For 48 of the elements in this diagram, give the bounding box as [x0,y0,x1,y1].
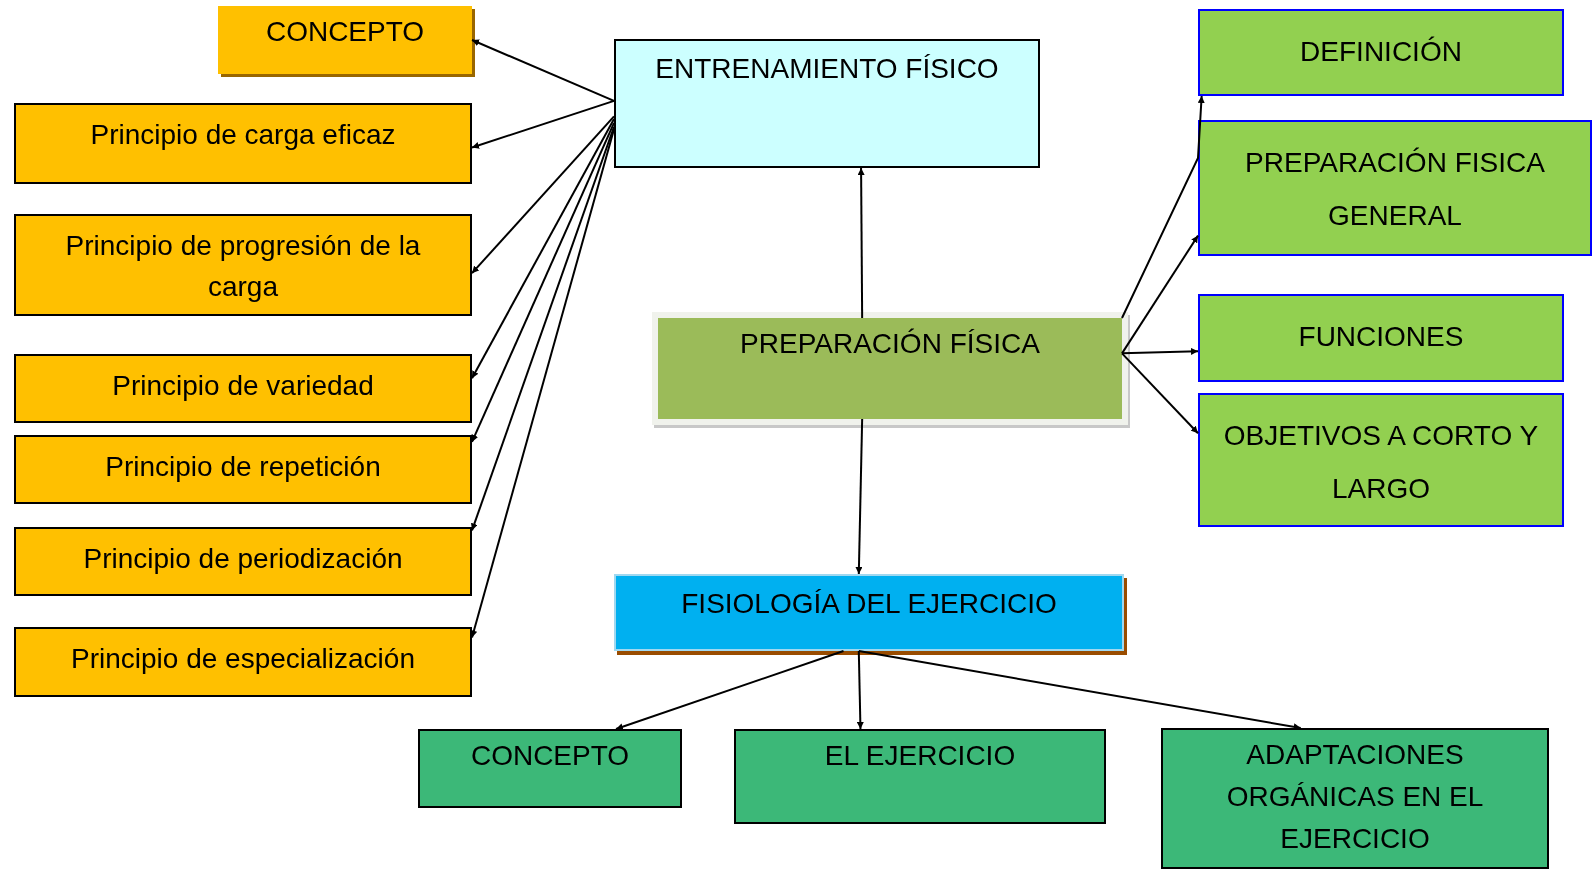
arrow [471,125,615,532]
box-label: DEFINICIÓN [1300,35,1462,69]
arrow [1121,95,1205,319]
arrow [855,418,864,575]
concept-box [14,527,472,596]
box-label: Principio de progresión de la carga [64,229,422,304]
concept-box [614,39,1040,168]
arrow [1121,234,1199,355]
concept-box [1198,393,1564,527]
concept-box [218,6,472,74]
box-label: CONCEPTO [265,15,425,49]
box-label: Principio de periodización [83,542,403,576]
arrow [1121,352,1199,435]
box-label: FISIOLOGÍA DEL EJERCICIO [681,587,1057,621]
concept-box [1198,9,1564,96]
concept-box [418,729,682,808]
concept-box [734,729,1106,824]
arrow [471,39,615,102]
arrow [1121,347,1199,355]
box-label: OBJETIVOS A CORTO Y LARGO [1222,419,1540,507]
concept-box [14,627,472,697]
arrow [470,128,615,639]
concept-box [14,354,472,423]
arrow [471,99,615,149]
box-label: ADAPTACIONES ORGÁNICAS EN EL EJERCICIO [1225,738,1485,856]
arrow [857,167,865,319]
concept-box [14,103,472,184]
arrow [471,121,615,443]
box-label: PREPARACIÓN FÍSICA [740,327,1040,361]
box-label: PREPARACIÓN FISICA GENERAL [1244,146,1546,234]
box-label: Principio de variedad [112,369,374,403]
box-label: EL EJERCICIO [824,739,1016,773]
box-label: CONCEPTO [470,739,630,773]
box-label: Principio de carga eficaz [90,118,396,152]
box-label: FUNCIONES [1298,320,1464,354]
arrow [615,650,845,731]
concept-box [1198,120,1592,256]
concept-box [14,435,472,504]
arrow [857,650,1302,731]
box-label: ENTRENAMIENTO FÍSICO [655,52,999,86]
arrow [856,650,864,730]
concept-box [14,214,472,316]
concept-box [1161,728,1549,869]
concept-box [1198,294,1564,382]
box-label: Principio de especialización [71,642,415,676]
box-label: Principio de repetición [105,450,381,484]
arrow [471,118,615,380]
arrow [471,115,615,275]
